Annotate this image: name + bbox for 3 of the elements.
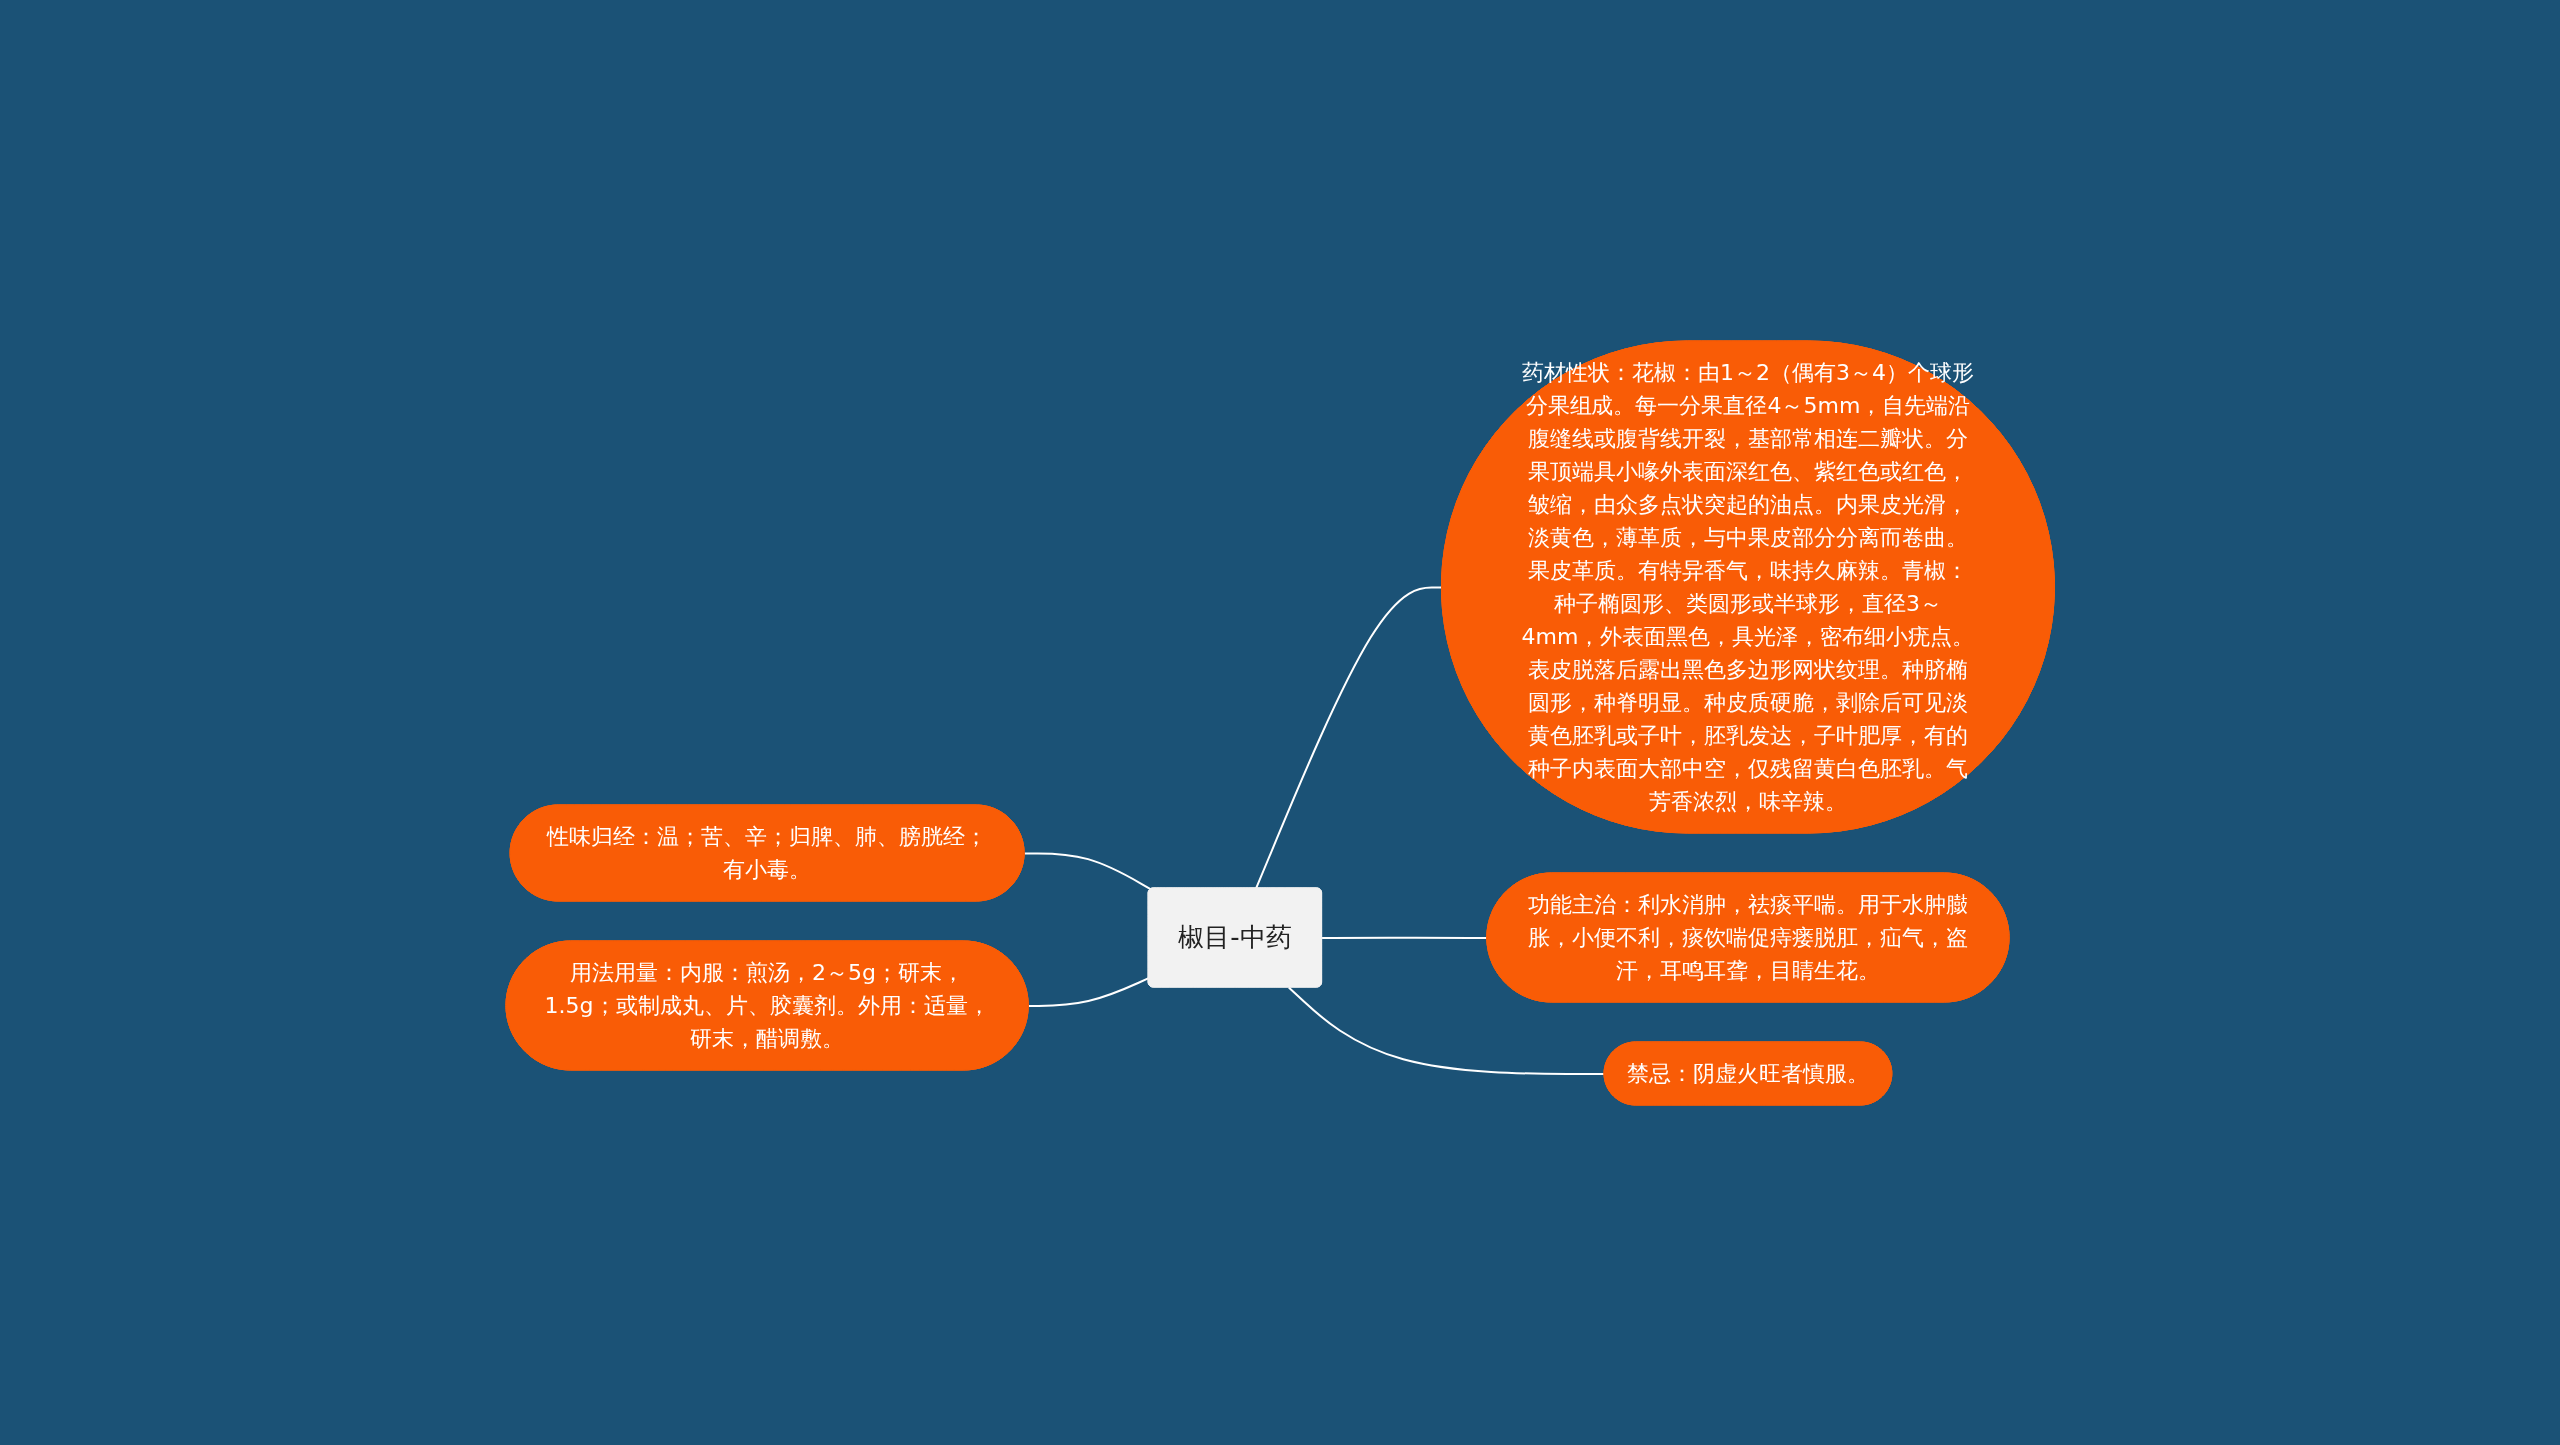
connector bbox=[1027, 976, 1150, 1007]
connector bbox=[1254, 585, 1443, 889]
connector bbox=[1023, 851, 1152, 890]
